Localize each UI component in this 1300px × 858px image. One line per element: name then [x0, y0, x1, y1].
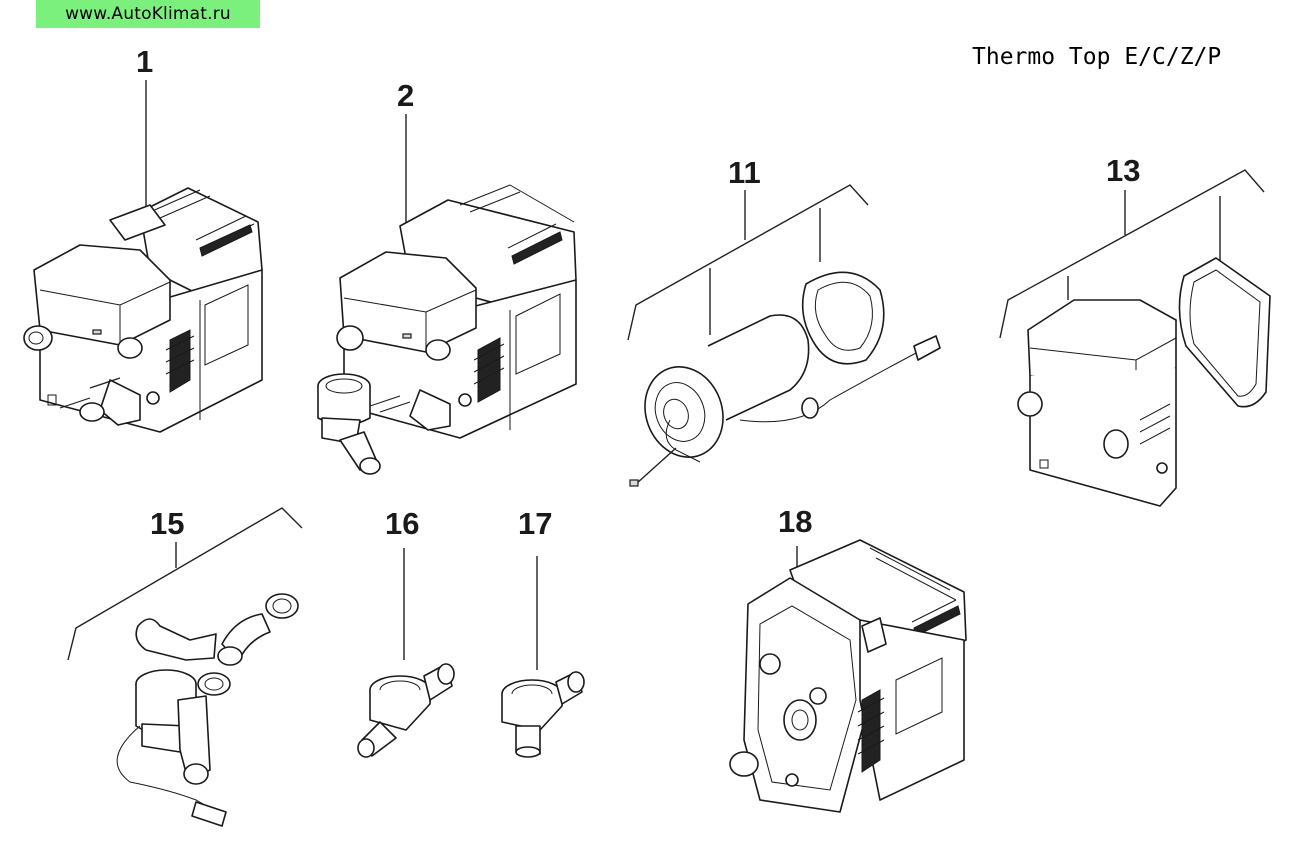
callout-11-label: 11 [728, 155, 761, 190]
part-16-pump-housing[interactable]: 16 [357, 506, 455, 758]
callout-17-label: 17 [518, 506, 552, 541]
part-13-heat-exchanger[interactable]: 13 [999, 153, 1271, 507]
callout-2-label: 2 [397, 78, 414, 113]
callout-13-label: 13 [1106, 153, 1140, 188]
part-1-heater-assembly[interactable]: 1 [23, 44, 263, 433]
callout-16-label: 16 [385, 506, 419, 541]
callout-15-label: 15 [150, 506, 184, 541]
part-18-housing-assembly[interactable]: 18 [729, 504, 967, 813]
callout-18-label: 18 [778, 504, 812, 539]
part-11-burner-assembly[interactable]: 11 [627, 155, 941, 487]
part-15-circulation-pump[interactable]: 15 [67, 506, 303, 827]
part-17-pump-housing[interactable]: 17 [501, 506, 585, 758]
model-title: Thermo Top E/C/Z/P [972, 44, 1222, 70]
site-url-badge[interactable]: www.AutoKlimat.ru [36, 0, 260, 28]
callout-1-label: 1 [136, 44, 153, 79]
part-2-heater-with-pump[interactable]: 2 [317, 78, 577, 475]
